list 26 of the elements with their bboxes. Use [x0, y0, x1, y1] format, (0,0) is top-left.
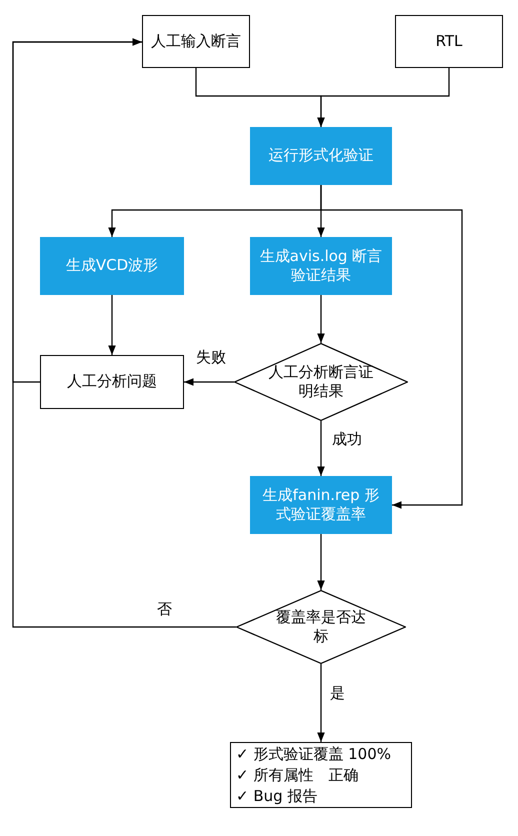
arrow: [317, 534, 325, 590]
result-box: [230, 742, 412, 808]
arrow: [317, 295, 325, 343]
check-item: ✓ 所有属性 正确: [236, 764, 358, 786]
process-box: 人工分析问题: [40, 355, 184, 409]
edge-label: 否: [155, 600, 174, 619]
process-box: 生成VCD波形: [40, 237, 184, 295]
arrow: [12, 38, 236, 628]
decision-diamond: 覆盖率是否达标: [236, 590, 406, 664]
process-box: 生成avis.log 断言验证结果: [250, 237, 392, 295]
process-box: 人工输入断言: [142, 15, 250, 68]
process-box: 运行形式化验证: [250, 127, 392, 185]
edge-label: 成功: [330, 430, 364, 449]
arrow: [108, 295, 116, 355]
process-box: 生成fanin.rep 形式验证覆盖率: [250, 476, 392, 534]
arrow: [184, 378, 234, 386]
arrow: [320, 185, 463, 509]
arrow: [317, 421, 325, 476]
check-item: ✓ 形式验证覆盖 100%: [236, 744, 391, 764]
process-box: RTL: [395, 15, 503, 68]
arrow: [317, 664, 325, 742]
edge-label: 失败: [194, 348, 228, 367]
edge-label: 是: [328, 684, 347, 703]
decision-diamond: 人工分析断言证明结果: [234, 343, 408, 421]
arrow: [317, 68, 450, 127]
check-item: ✓ Bug 报告: [236, 786, 318, 806]
